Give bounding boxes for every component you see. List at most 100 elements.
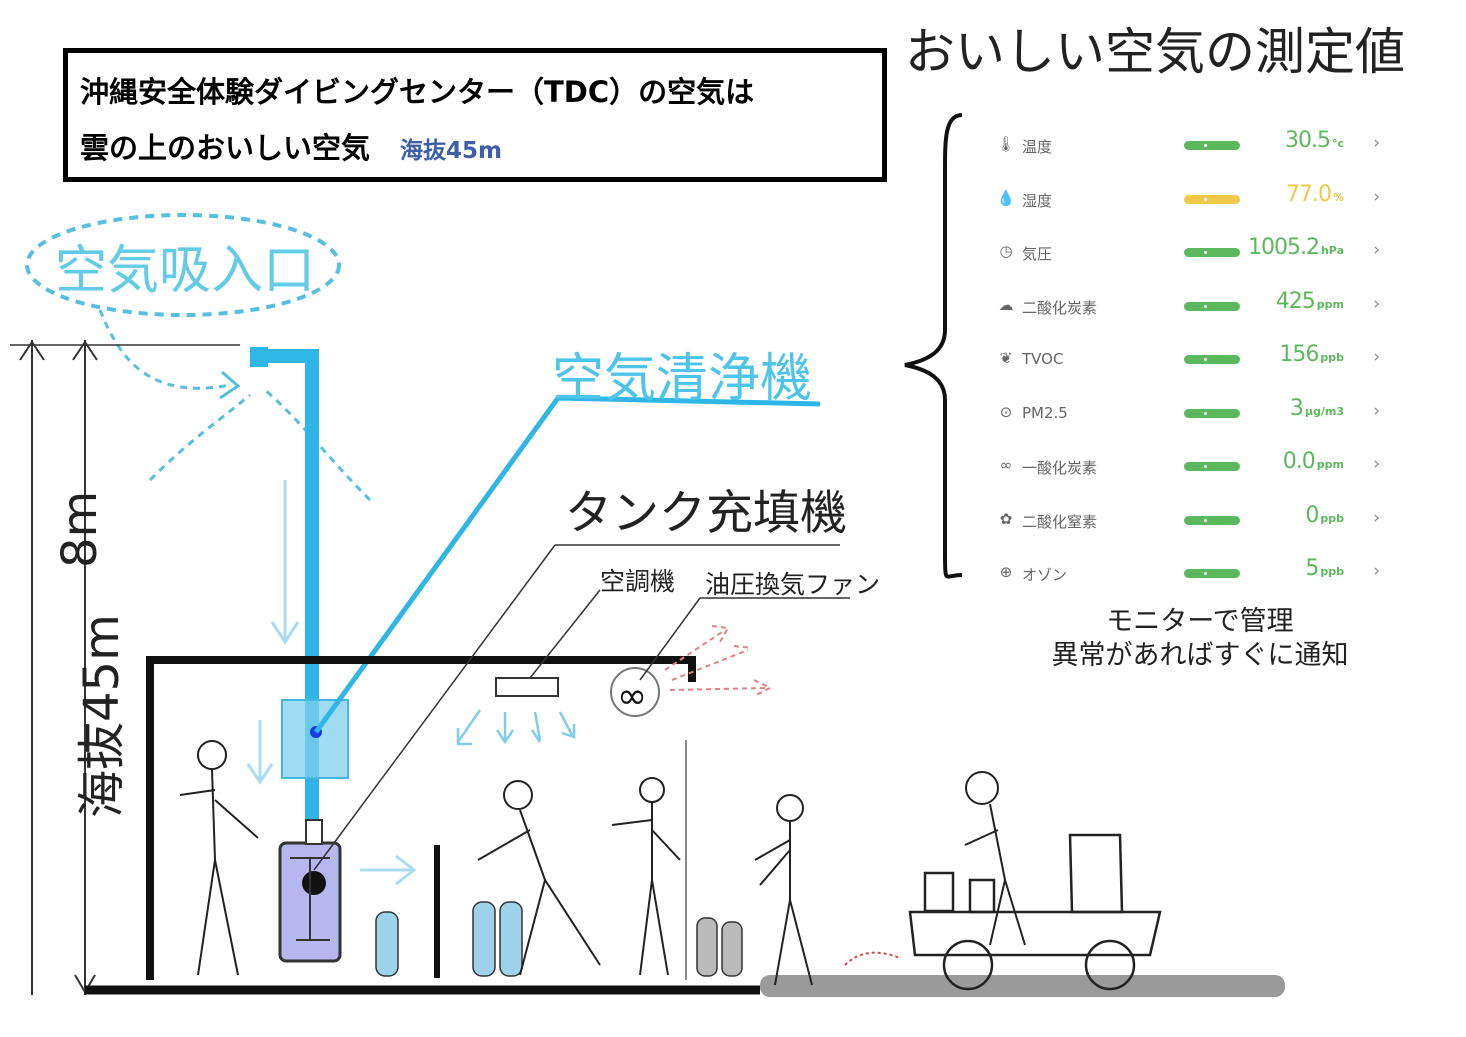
molecule-icon: ∞	[999, 456, 1013, 474]
globe-icon: ⊕	[999, 563, 1013, 581]
monitor-unit: %	[1332, 190, 1344, 204]
intake-arrow-head-1	[219, 370, 241, 400]
purifier-label: 空気清浄機	[552, 349, 813, 409]
monitor-value: 156	[1279, 342, 1319, 367]
aircon-label: 空調機	[600, 567, 676, 596]
title-box: 沖縄安全体験ダイビングセンター（TDC）の空気は 雲の上のおいしい空気 海抜45m	[63, 48, 887, 182]
monitor-label: 二酸化炭素	[1022, 298, 1098, 317]
monitor-label: 湿度	[1022, 191, 1053, 210]
person-5	[964, 771, 1026, 946]
flow-arrow-down-2	[246, 720, 274, 785]
chevron-right-icon: ›	[1373, 133, 1380, 153]
status-bar	[1184, 408, 1240, 418]
tank-1	[375, 911, 399, 977]
person-1	[179, 740, 259, 976]
thermometer-icon: 🌡	[996, 135, 1016, 153]
monitor-value: 77.0	[1285, 181, 1332, 207]
air-purifier-box	[281, 699, 349, 779]
status-bar	[1184, 301, 1240, 311]
note-line-2: 異常があればすぐに通知	[1051, 640, 1349, 671]
intake-arrow-1	[98, 309, 231, 390]
chevron-right-icon: ›	[1373, 454, 1380, 474]
person-2	[477, 780, 601, 976]
nitrogen-icon: ✿	[999, 509, 1013, 528]
monitor-value: 5	[1305, 556, 1319, 581]
monitor-unit: ppm	[1316, 458, 1344, 471]
chevron-right-icon: ›	[1373, 561, 1380, 581]
aircon-leader	[529, 589, 601, 679]
fan-leader	[639, 597, 701, 681]
monitor-value: 0.0	[1282, 449, 1316, 474]
purifier-leader	[313, 395, 821, 734]
status-bar	[1184, 194, 1240, 204]
cart	[908, 833, 1162, 991]
monitor-unit: ppb	[1320, 511, 1344, 525]
monitor-value-group: 77.0%	[1286, 182, 1344, 207]
altitude-tag: 海抜45m	[400, 138, 502, 164]
status-bar	[1184, 515, 1240, 525]
title-line-2-text: 雲の上のおいしい空気	[80, 131, 371, 165]
title-line-1: 沖縄安全体験ダイビングセンター（TDC）の空気は	[80, 75, 755, 109]
monitor-row[interactable]: 🌡 温度 30.5°c ›	[978, 125, 1398, 165]
leaf-icon: ❦	[999, 349, 1013, 367]
monitor-value: 30.5	[1284, 128, 1331, 153]
vent-fan	[610, 667, 660, 717]
monitor-unit: ppb	[1320, 351, 1344, 364]
chevron-right-icon: ›	[1373, 293, 1380, 314]
monitor-label: PM2.5	[1022, 403, 1068, 422]
monitor-unit: ppb	[1320, 565, 1344, 578]
monitor-note: モニターで管理 異常があればすぐに通知	[1030, 605, 1370, 673]
gauge-icon: ◷	[999, 242, 1013, 260]
fan-blade-glyph: ∞	[617, 676, 647, 717]
aircon-airflow	[456, 709, 576, 746]
tank-3	[499, 901, 523, 977]
monitor-unit: °c	[1331, 137, 1344, 150]
chevron-right-icon: ›	[1373, 240, 1380, 260]
chevron-right-icon: ›	[1373, 186, 1380, 207]
monitor-brace	[904, 113, 963, 579]
intake-arrow-2	[148, 393, 251, 482]
intake-label: 空気吸入口	[55, 241, 316, 301]
status-bar	[1184, 141, 1240, 150]
fan-exhaust	[664, 625, 773, 697]
particles-icon: ⊙	[999, 402, 1013, 421]
title-line-2: 雲の上のおいしい空気 海抜45m	[80, 125, 502, 167]
intake-duct	[252, 349, 319, 830]
status-bar	[1184, 462, 1240, 471]
altitude-45m-label: 海抜45m	[74, 614, 130, 818]
flow-arrow-right	[360, 854, 417, 886]
note-line-1: モニターで管理	[1106, 606, 1294, 637]
building-outline	[146, 656, 696, 980]
tank-4	[696, 917, 718, 977]
ground	[760, 975, 1285, 997]
monitor-value: 3	[1289, 395, 1304, 421]
fan-label: 油圧換気ファン	[705, 570, 881, 599]
tank-2	[472, 901, 496, 977]
monitor-value: 1005.2	[1247, 235, 1320, 260]
monitor-label: 温度	[1022, 138, 1053, 156]
duct-inlet	[250, 347, 268, 367]
monitor-label: TVOC	[1022, 350, 1064, 368]
monitor-label: 一酸化炭素	[1022, 459, 1098, 477]
monitor-label: 二酸化窒素	[1022, 512, 1098, 531]
tank-5	[721, 921, 743, 977]
cloud-icon: ☁	[998, 295, 1014, 314]
chevron-right-icon: ›	[1373, 507, 1380, 528]
filler-neck	[305, 819, 323, 845]
height-8m-label: 8m	[52, 490, 108, 568]
